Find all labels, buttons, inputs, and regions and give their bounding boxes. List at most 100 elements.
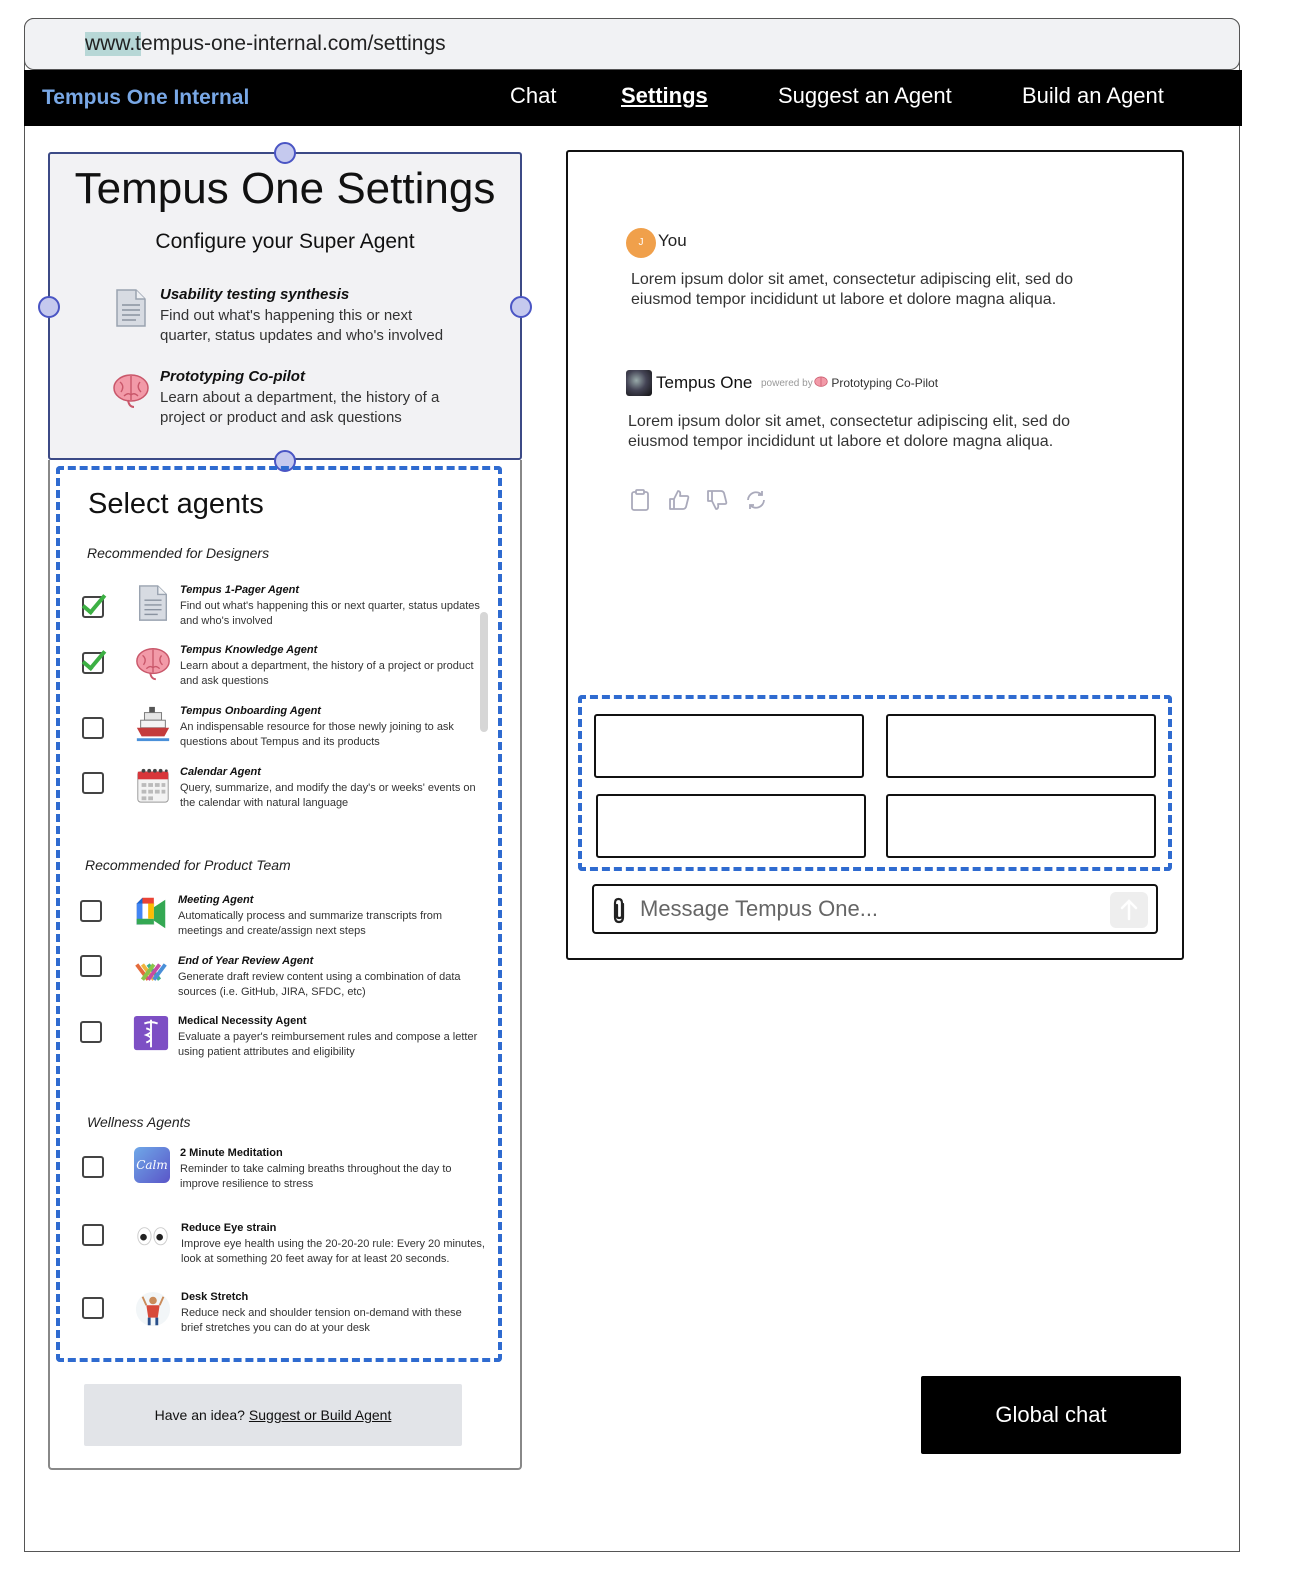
resize-handle-top[interactable] [274, 142, 296, 164]
url-text: empus-one-internal.com/settings [141, 32, 446, 55]
document-icon [138, 585, 168, 621]
eyes-icon [137, 1227, 168, 1246]
agent-checkbox[interactable] [82, 1156, 104, 1178]
user-message: Lorem ipsum dolor sit amet, consectetur … [631, 271, 1073, 308]
agent-name: Medical Necessity Agent [178, 1015, 307, 1027]
agent-row: Meeting Agent Automatically process and … [80, 894, 500, 948]
agent-row: Desk Stretch Reduce neck and shoulder te… [82, 1291, 502, 1345]
send-button[interactable] [1110, 892, 1148, 928]
agent-desc: Reduce neck and shoulder tension on-dema… [181, 1307, 462, 1334]
brain-icon [814, 376, 828, 387]
weave-icon [135, 963, 167, 981]
agent-row: End of Year Review Agent Generate draft … [80, 955, 500, 1009]
agent-checkbox[interactable] [82, 1224, 104, 1246]
agents-scrollbar[interactable] [480, 612, 488, 732]
thumbs-down-icon[interactable] [705, 488, 729, 512]
suggest-agent-banner: Have an idea? Suggest or Build Agent [84, 1384, 462, 1446]
agent-name: Desk Stretch [181, 1291, 249, 1303]
feature-title: Usability testing synthesis [160, 286, 350, 303]
stretch-icon [135, 1291, 171, 1327]
feature-desc: Find out what's happening this or next q… [160, 307, 444, 344]
calm-icon: Calm [134, 1147, 170, 1183]
agent-row: Tempus Onboarding Agent An indispensable… [82, 705, 502, 759]
page-subtitle: Configure your Super Agent [155, 230, 415, 253]
top-nav: Tempus One Internal Chat Settings Sugges… [24, 70, 1242, 126]
agent-desc: Reminder to take calming breaths through… [180, 1163, 452, 1190]
bot-avatar [626, 370, 652, 396]
agent-checkbox[interactable] [80, 1021, 102, 1043]
meet-icon [136, 897, 166, 929]
clipboard-icon[interactable] [628, 488, 652, 512]
section-label-product: Recommended for Product Team [85, 857, 291, 873]
suggested-prompt-card[interactable] [886, 714, 1156, 778]
paperclip-icon[interactable] [608, 896, 630, 926]
agent-row: Calendar Agent Query, summarize, and mod… [82, 766, 502, 820]
agent-row: Tempus 1-Pager Agent Find out what's hap… [82, 584, 502, 638]
agent-name: Tempus Onboarding Agent [180, 705, 321, 717]
global-chat-button[interactable]: Global chat [921, 1376, 1181, 1454]
copilot-name: Prototyping Co-Pilot [831, 376, 939, 390]
feature-desc: Learn about a department, the history of… [160, 389, 440, 426]
agents-panel [48, 460, 522, 1470]
agent-name: Tempus Knowledge Agent [180, 644, 318, 656]
section-label-designers: Recommended for Designers [87, 545, 270, 561]
suggested-prompts-region [578, 695, 1172, 871]
ship-icon [136, 706, 170, 742]
agent-checkbox[interactable] [82, 1297, 104, 1319]
agent-desc: Find out what's happening this or next q… [180, 600, 480, 627]
agent-name: Meeting Agent [178, 894, 254, 906]
agent-desc: Evaluate a payer's reimbursement rules a… [178, 1031, 478, 1058]
resize-handle-right[interactable] [510, 296, 532, 318]
agent-checkbox[interactable] [82, 717, 104, 739]
agents-title: Select agents [88, 488, 264, 520]
message-input[interactable] [640, 892, 1100, 926]
agent-desc: Learn about a department, the history of… [180, 660, 474, 687]
agent-desc: Automatically process and summarize tran… [178, 910, 443, 937]
powered-by-label: powered by [761, 378, 813, 389]
brand-name[interactable]: Tempus One Internal [42, 86, 250, 109]
suggested-prompt-card[interactable] [594, 714, 864, 778]
nav-chat[interactable]: Chat [510, 83, 557, 108]
agent-name: Tempus 1-Pager Agent [180, 584, 299, 596]
refresh-icon[interactable] [744, 488, 768, 512]
agent-name: 2 Minute Meditation [180, 1147, 283, 1159]
agent-checkbox[interactable] [80, 955, 102, 977]
document-icon [116, 289, 146, 327]
nav-suggest-agent[interactable]: Suggest an Agent [778, 83, 952, 108]
caduceus-icon [133, 1015, 169, 1051]
user-avatar: J [626, 228, 656, 258]
agent-desc: Improve eye health using the 20-20-20 ru… [181, 1238, 485, 1265]
agent-desc: Query, summarize, and modify the day's o… [180, 782, 476, 809]
page-title: Tempus One Settings [74, 164, 496, 213]
agent-checkbox[interactable] [80, 900, 102, 922]
agent-checkbox[interactable] [82, 652, 104, 674]
agent-name: Reduce Eye strain [181, 1222, 277, 1234]
nav-build-agent[interactable]: Build an Agent [1022, 83, 1164, 108]
agent-name: End of Year Review Agent [178, 955, 314, 967]
agents-selection-region [56, 466, 502, 1362]
bot-message: Lorem ipsum dolor sit amet, consectetur … [628, 413, 1070, 450]
agent-row: Calm 2 Minute Meditation Reminder to tak… [82, 1147, 502, 1201]
agent-row: Medical Necessity Agent Evaluate a payer… [80, 1015, 500, 1069]
calendar-icon [137, 768, 169, 803]
bot-name: Tempus One [656, 373, 753, 392]
arrow-up-icon [1120, 899, 1138, 921]
agent-checkbox[interactable] [82, 596, 104, 618]
brain-icon [136, 648, 170, 681]
agent-checkbox[interactable] [82, 772, 104, 794]
user-name: You [658, 231, 687, 250]
settings-card: Tempus One Settings Configure your Super… [38, 142, 532, 472]
agent-name: Calendar Agent [180, 766, 261, 778]
agent-row: Reduce Eye strain Improve eye health usi… [82, 1222, 502, 1276]
section-label-wellness: Wellness Agents [87, 1114, 191, 1130]
url-selected-text: www.t [85, 32, 142, 56]
suggested-prompt-card[interactable] [886, 794, 1156, 858]
nav-settings[interactable]: Settings [621, 83, 708, 108]
suggested-prompt-card[interactable] [596, 794, 866, 858]
suggest-prefix: Have an idea? [154, 1407, 245, 1423]
suggest-build-link[interactable]: Suggest or Build Agent [248, 1407, 392, 1423]
agent-desc: An indispensable resource for those newl… [180, 721, 454, 748]
resize-handle-left[interactable] [38, 296, 60, 318]
thumbs-up-icon[interactable] [667, 488, 691, 512]
